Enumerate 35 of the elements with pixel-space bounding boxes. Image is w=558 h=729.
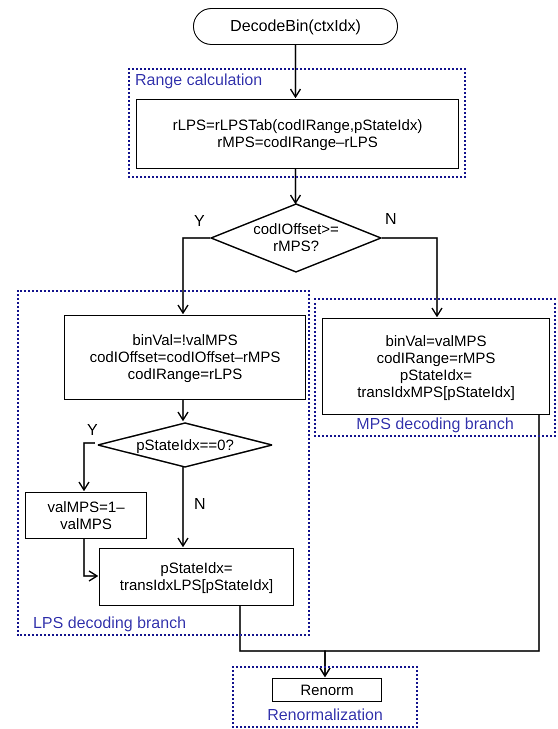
node-text: binVal=!valMPS codIOffset=codIOffset–rMPS codIRange=rLPS	[88, 332, 282, 383]
decision-diamond	[210, 203, 382, 273]
node-text: pStateIdx= transIdxLPS[pStateIdx]	[118, 560, 274, 594]
node-text: valMPS=1– valMPS	[46, 498, 126, 532]
process-box	[136, 99, 459, 169]
dotted-group-frame	[314, 298, 556, 437]
connector-arrow	[177, 237, 210, 314]
dotted-group-frame	[17, 290, 310, 636]
group-heading: Range calculation	[134, 72, 264, 90]
process-box	[25, 492, 147, 539]
node-text: rLPS=rLPSTab(codIRange,pStateIdx) rMPS=codIRange–rLPS	[172, 117, 424, 151]
group-heading: LPS decoding branch	[32, 615, 187, 633]
connector-arrow	[382, 237, 443, 317]
connector-arrow	[290, 45, 302, 98]
process-box	[99, 548, 294, 606]
group-heading: MPS decoding branch	[355, 416, 515, 434]
decision-diamond	[97, 422, 273, 468]
node-text: pStateIdx==0?	[136, 436, 234, 454]
terminal-box	[193, 8, 398, 45]
connector-arrow	[319, 413, 540, 677]
dotted-group-frame	[232, 666, 418, 728]
connector-arrow	[83, 537, 98, 582]
process-box	[272, 678, 382, 702]
group-heading: Renormalization	[266, 707, 384, 725]
connector-arrow	[78, 442, 95, 491]
node-text: DecodeBin(ctxIdx)	[230, 18, 361, 35]
connector-arrow	[177, 466, 189, 547]
node-text: Renorm	[300, 682, 354, 698]
connector-arrow	[177, 398, 189, 421]
node-text: codIOffset>= rMPS?	[252, 221, 340, 255]
node-text: binVal=valMPS codIRange=rMPS pStateIdx= transIdxMPS[pStateIdx]	[356, 332, 516, 400]
dotted-group-frame	[128, 68, 466, 178]
connector-arrow	[290, 167, 302, 204]
process-box	[322, 318, 550, 415]
process-box	[64, 315, 306, 400]
